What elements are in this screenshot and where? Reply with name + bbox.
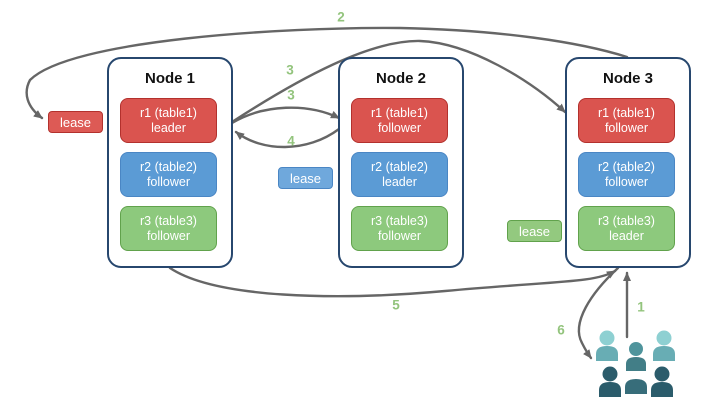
node-1-title: Node 1 (144, 70, 195, 87)
replica-role: leader (609, 228, 644, 243)
node-1-replica-r1: r1 (table1) leader (120, 98, 217, 143)
replica-name: r1 (table1) (598, 105, 655, 120)
lease-badge-table1: lease (48, 111, 103, 133)
node-3-replica-r1: r1 (table1) follower (578, 98, 675, 143)
node-2-replica-r1: r1 (table1) follower (351, 98, 448, 143)
replica-role: follower (146, 174, 191, 189)
replica-role: leader (151, 120, 186, 135)
replica-name: r1 (table1) (140, 105, 197, 120)
node-2-title: Node 2 (375, 70, 426, 87)
lease-badge-table2: lease (278, 167, 333, 189)
step-5-label: 5 (392, 297, 400, 313)
replica-name: r3 (table3) (598, 213, 655, 228)
replica-role: follower (604, 120, 649, 135)
step-2-label: 2 (337, 9, 345, 25)
node-1: Node 1 r1 (table1) leader r2 (table2) fo… (107, 57, 233, 268)
step-6-label: 6 (557, 322, 565, 338)
replica-name: r2 (table2) (371, 159, 428, 174)
node-2-replica-r2: r2 (table2) leader (351, 152, 448, 197)
replica-role: follower (146, 228, 191, 243)
replica-name: r1 (table1) (371, 105, 428, 120)
step-4-label: 4 (287, 133, 295, 149)
node-2-replica-r3: r3 (table3) follower (351, 206, 448, 251)
node-1-replica-r2: r2 (table2) follower (120, 152, 217, 197)
replica-name: r3 (table3) (140, 213, 197, 228)
replica-role: follower (377, 228, 422, 243)
step-3a-label: 3 (286, 62, 294, 78)
lease-badge-table3: lease (507, 220, 562, 242)
node-2: Node 2 r1 (table1) follower r2 (table2) … (338, 57, 464, 268)
replica-role: leader (382, 174, 417, 189)
node-3-replica-r3: r3 (table3) leader (578, 206, 675, 251)
replica-name: r2 (table2) (598, 159, 655, 174)
replica-role: follower (604, 174, 649, 189)
users-icon (596, 330, 675, 397)
replica-name: r2 (table2) (140, 159, 197, 174)
node-3-replica-r2: r2 (table2) follower (578, 152, 675, 197)
arrow-step-5 (168, 266, 617, 298)
arrow-step-6 (577, 266, 620, 360)
replica-name: r3 (table3) (371, 213, 428, 228)
replica-role: follower (377, 120, 422, 135)
step-3b-label: 3 (287, 87, 295, 103)
arrow-step-3-to-node2 (230, 106, 341, 125)
step-1-label: 1 (637, 299, 645, 315)
node-3: Node 3 r1 (table1) follower r2 (table2) … (565, 57, 691, 268)
node-1-replica-r3: r3 (table3) follower (120, 206, 217, 251)
node-3-title: Node 3 (602, 70, 653, 87)
